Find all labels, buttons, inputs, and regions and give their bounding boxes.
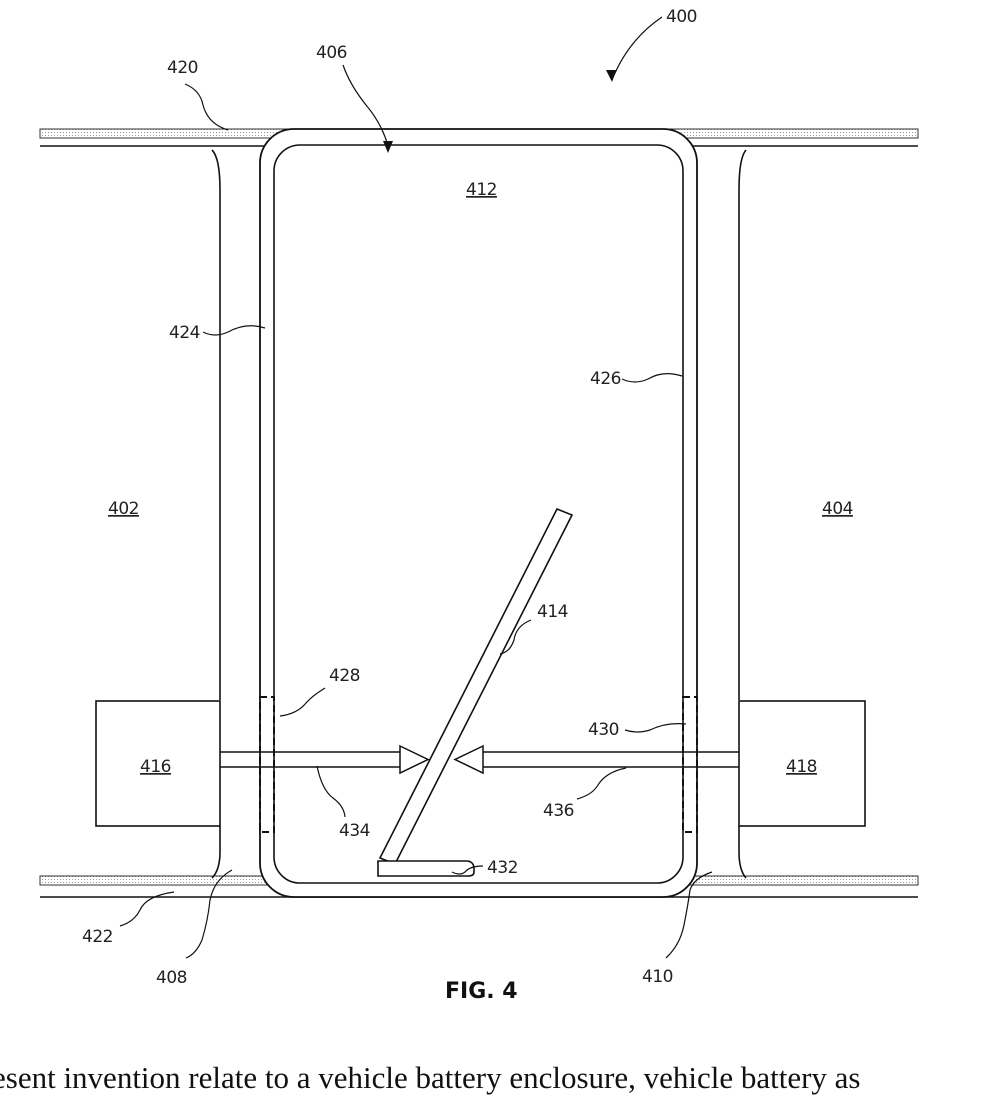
ref-434: 434 <box>339 821 370 841</box>
leader-420 <box>185 84 228 130</box>
ref-414: 414 <box>537 602 568 622</box>
ref-424: 424 <box>169 323 200 343</box>
leader-400-arrowhead <box>606 70 616 82</box>
ref-416: 416 <box>140 757 171 777</box>
ref-404: 404 <box>822 499 853 519</box>
ref-428: 428 <box>329 666 360 686</box>
figure-caption: FIG. 4 <box>445 979 518 1004</box>
ref-410: 410 <box>642 967 673 987</box>
ref-430: 430 <box>588 720 619 740</box>
enclosure-406-outer <box>260 129 697 897</box>
ref-426: 426 <box>590 369 621 389</box>
ref-408: 408 <box>156 968 187 988</box>
ref-436: 436 <box>543 801 574 821</box>
ref-400: 400 <box>666 7 697 27</box>
ref-402: 402 <box>108 499 139 519</box>
ref-406: 406 <box>316 43 347 63</box>
ref-422: 422 <box>82 927 113 947</box>
leader-424 <box>203 326 265 335</box>
cut-off-body-text: esent invention relate to a vehicle batt… <box>0 1058 860 1098</box>
ref-432: 432 <box>487 858 518 878</box>
ref-412: 412 <box>466 180 497 200</box>
leader-400 <box>612 17 662 80</box>
ref-418: 418 <box>786 757 817 777</box>
ref-420: 420 <box>167 58 198 78</box>
